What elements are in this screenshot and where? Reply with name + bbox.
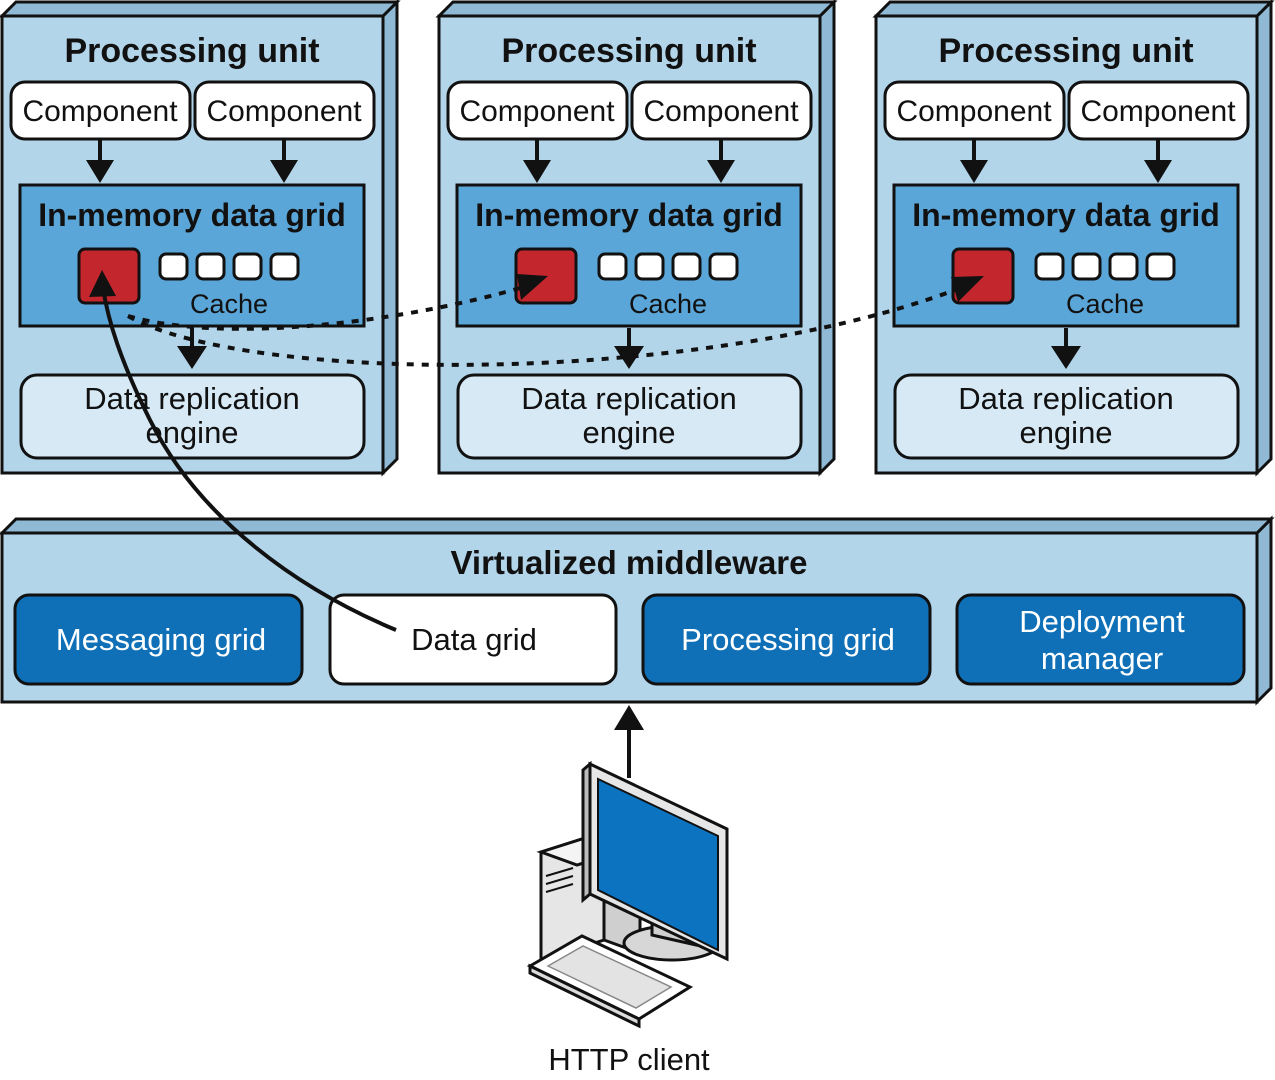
- arrowhead: [86, 160, 114, 183]
- component-box: [446, 80, 629, 141]
- component-label: Component: [459, 95, 615, 128]
- arrowhead: [614, 705, 644, 730]
- replication-label-line1: Data replication: [958, 381, 1173, 416]
- cache-slot: [634, 252, 665, 281]
- arrowhead: [89, 270, 116, 297]
- component-label: Component: [643, 95, 799, 128]
- replication-label-line2: engine: [145, 415, 238, 450]
- processing-grid-label: Processing grid: [681, 622, 895, 657]
- cache-slot: [1071, 252, 1102, 281]
- arrowhead: [517, 274, 548, 300]
- cache-slot: [195, 252, 226, 281]
- messaging-grid-label: Messaging grid: [56, 622, 266, 657]
- component-label: Component: [206, 95, 362, 128]
- component-box: [630, 80, 813, 141]
- deployment-manager-label-line2: manager: [1041, 641, 1163, 676]
- arrowhead: [1144, 160, 1172, 183]
- cache-slot: [1034, 252, 1065, 281]
- cache-slot: [232, 252, 263, 281]
- cache-slot: [671, 252, 702, 281]
- processing-unit-title: Processing unit: [938, 32, 1193, 70]
- processing-unit-3: Processing unit Component Component In-m…: [872, 0, 1275, 477]
- arrowhead: [177, 346, 207, 369]
- in-memory-data-grid: [892, 183, 1240, 328]
- virtualized-middleware: Virtualized middleware Messaging grid Da…: [0, 515, 1275, 706]
- messaging-grid-button[interactable]: Messaging grid: [13, 593, 304, 686]
- arrowhead: [270, 160, 298, 183]
- cache-slot: [1108, 252, 1139, 281]
- data-replication-engine: [19, 373, 366, 460]
- request-arrow-to-cache: [101, 287, 397, 632]
- in-memory-data-grid: [18, 183, 366, 328]
- monitor-screen: [597, 777, 719, 952]
- arrowhead: [523, 160, 551, 183]
- component-box: [1067, 80, 1250, 141]
- data-grid-label: Data grid: [411, 622, 537, 657]
- component-box: [193, 80, 376, 141]
- data-grid-title: In-memory data grid: [912, 197, 1220, 233]
- http-client-label: HTTP client: [548, 1042, 710, 1077]
- computer-icon: [526, 760, 729, 1029]
- arrowhead: [614, 346, 644, 369]
- processing-unit-title: Processing unit: [64, 32, 319, 70]
- in-memory-data-grid: [455, 183, 803, 328]
- middleware-title: Virtualized middleware: [450, 544, 807, 581]
- arrowhead: [707, 160, 735, 183]
- data-grid-title: In-memory data grid: [38, 197, 346, 233]
- data-grid-button[interactable]: Data grid: [328, 593, 618, 686]
- processing-unit-1: Processing unit Component Component In-m…: [0, 0, 401, 477]
- component-label: Component: [896, 95, 1052, 128]
- cache-slot: [269, 252, 300, 281]
- arrowhead: [951, 276, 984, 302]
- replication-label-line2: engine: [1019, 415, 1112, 450]
- replication-arrow-to-unit-3: [127, 288, 956, 367]
- cache-slot: [708, 252, 739, 281]
- data-replication-engine: [456, 373, 803, 460]
- cache-label: Cache: [190, 289, 268, 319]
- component-box: [9, 80, 192, 141]
- component-label: Component: [1080, 95, 1236, 128]
- component-box: [883, 80, 1066, 141]
- cache-slot: [158, 252, 189, 281]
- arrowhead: [960, 160, 988, 183]
- arrowhead: [1051, 346, 1081, 369]
- deployment-manager-button[interactable]: Deployment manager: [955, 593, 1246, 686]
- data-grid-title: In-memory data grid: [475, 197, 783, 233]
- cache-label: Cache: [1066, 289, 1144, 319]
- replication-label-line1: Data replication: [521, 381, 736, 416]
- data-replication-engine: [893, 373, 1240, 460]
- replication-arrow-to-unit-2: [127, 286, 521, 331]
- replication-label-line2: engine: [582, 415, 675, 450]
- cache-slot: [1145, 252, 1176, 281]
- processing-unit-title: Processing unit: [501, 32, 756, 70]
- replication-label-line1: Data replication: [84, 381, 299, 416]
- deployment-manager-label-line1: Deployment: [1019, 604, 1185, 639]
- cache-slot: [597, 252, 628, 281]
- processing-unit-2: Processing unit Component Component In-m…: [435, 0, 838, 477]
- component-label: Component: [22, 95, 178, 128]
- processing-grid-button[interactable]: Processing grid: [641, 593, 932, 686]
- cache-label: Cache: [629, 289, 707, 319]
